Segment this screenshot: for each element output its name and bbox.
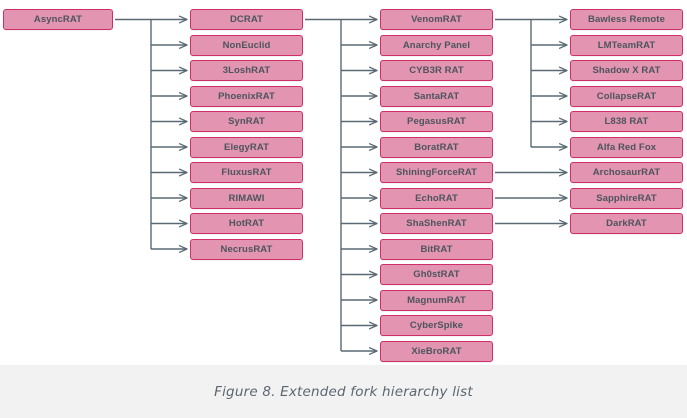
figure-caption: Figure 8. Extended fork hierarchy list [214,383,473,400]
node-dcrat[interactable]: DCRAT [190,9,303,30]
node-asyncrat[interactable]: AsyncRAT [3,9,113,30]
fork-hierarchy-diagram: AsyncRAT DCRAT NonEuclid 3LoshRAT PhoenixRAT… [3,9,683,362]
node-pegasusrat[interactable]: PegasusRAT [380,111,493,132]
node-rimawi[interactable]: RIMAWI [190,187,303,209]
node-l838-rat[interactable]: L838 RAT [570,111,683,132]
node-xiebrorat[interactable]: XieBroRAT [380,340,493,362]
node-cyb3r-rat[interactable]: CYB3R RAT [380,60,493,81]
node-venomrat[interactable]: VenomRAT [380,9,493,30]
node-santarat[interactable]: SantaRAT [380,85,493,107]
node-bawless-remote[interactable]: Bawless Remote [570,9,683,30]
node-gh0strat[interactable]: Gh0stRAT [380,264,493,285]
figure-caption-band: Figure 8. Extended fork hierarchy list [0,365,687,418]
node-shashenrat[interactable]: ShaShenRAT [380,213,493,234]
node-synrat[interactable]: SynRAT [190,111,303,132]
node-shadow-x-rat[interactable]: Shadow X RAT [570,60,683,81]
node-anarchy-panel[interactable]: Anarchy Panel [380,34,493,56]
node-magnumrat[interactable]: MagnumRAT [380,289,493,311]
node-noneuclid[interactable]: NonEuclid [190,34,303,56]
node-necrusrat[interactable]: NecrusRAT [190,238,303,260]
node-fluxusrat[interactable]: FluxusRAT [190,162,303,183]
node-cyberspike[interactable]: CyberSpike [380,315,493,336]
node-boratrat[interactable]: BoratRAT [380,136,493,158]
node-elegyrat[interactable]: ElegyRAT [190,136,303,158]
node-sapphirerat[interactable]: SapphireRAT [570,187,683,209]
node-archosaurrat[interactable]: ArchosaurRAT [570,162,683,183]
node-echorat[interactable]: EchoRAT [380,187,493,209]
node-bitrat[interactable]: BitRAT [380,238,493,260]
node-lmteamrat[interactable]: LMTeamRAT [570,34,683,56]
node-3loshrat[interactable]: 3LoshRAT [190,60,303,81]
node-collapserat[interactable]: CollapseRAT [570,85,683,107]
node-darkrat[interactable]: DarkRAT [570,213,683,234]
node-phoenixrat[interactable]: PhoenixRAT [190,85,303,107]
node-alfa-red-fox[interactable]: Alfa Red Fox [570,136,683,158]
node-hotrat[interactable]: HotRAT [190,213,303,234]
node-shiningforcerat[interactable]: ShiningForceRAT [380,162,493,183]
